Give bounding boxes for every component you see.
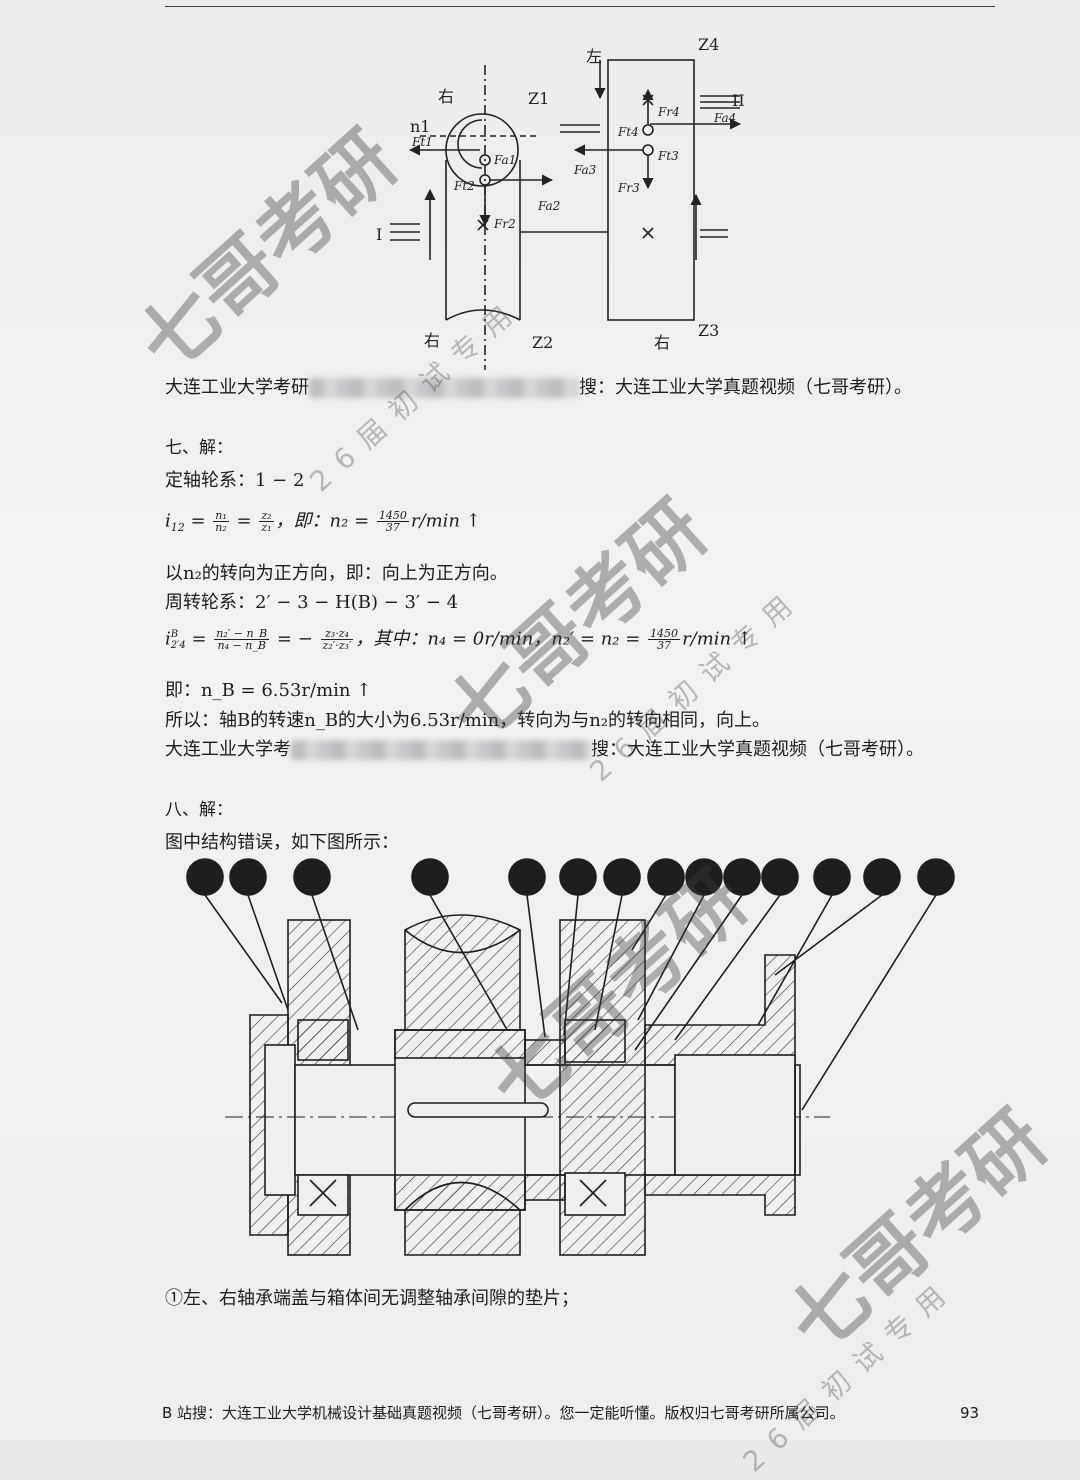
section-8-intro: 图中结构错误，如下图所示： bbox=[165, 832, 399, 853]
label-right-z2: 右 bbox=[424, 331, 440, 350]
label-fa3: Fa3 bbox=[573, 163, 597, 177]
label-ft2: Ft2 bbox=[453, 179, 475, 193]
section-7-line-1: 定轴轮系：1 − 2 bbox=[165, 470, 305, 491]
section-7-line-3: 以n₂的转向为正方向，即：向上为正方向。 bbox=[165, 563, 508, 584]
callout-13: ⑪ bbox=[872, 865, 892, 889]
section-7-line-6: 即：n_B = 6.53r/min ↑ bbox=[165, 680, 372, 701]
section-7-line-4: 周转轮系：2′ − 3 − H(B) − 3′ − 4 bbox=[165, 592, 459, 613]
source-line-1: 大连工业大学考研搜：大连工业大学真题视频（七哥考研）。 bbox=[165, 377, 912, 398]
section-8-note-1: ①左、右轴承端盖与箱体间无调整轴承间隙的垫片； bbox=[165, 1288, 579, 1309]
callout-12: ⑩ bbox=[823, 865, 841, 889]
section-8-heading: 八、解： bbox=[165, 800, 233, 820]
label-fa1: Fa1 bbox=[493, 153, 516, 167]
blurred-redaction bbox=[291, 740, 591, 760]
blurred-redaction bbox=[309, 378, 579, 398]
page-number: 93 bbox=[960, 1404, 980, 1422]
label-z1: Z1 bbox=[528, 89, 549, 108]
source-line-2: 大连工业大学考搜：大连工业大学真题视频（七哥考研）。 bbox=[165, 739, 924, 760]
callout-4: ④ bbox=[421, 865, 439, 889]
label-ft1: Ft1 bbox=[411, 135, 433, 149]
label-n1: n1 bbox=[410, 117, 430, 136]
callout-7: ⑦ bbox=[613, 865, 631, 889]
label-right-z3: 右 bbox=[654, 333, 670, 352]
label-fr2: Fr2 bbox=[493, 217, 516, 231]
label-left: 左 bbox=[586, 47, 602, 66]
label-z4: Z4 bbox=[698, 35, 719, 54]
watermark-sub: 26届初试专用 bbox=[736, 1270, 963, 1479]
header-rule bbox=[165, 6, 995, 7]
label-z3: Z3 bbox=[698, 321, 719, 340]
gear-force-diagram: Z1 Z2 Z3 Z4 n1 I II 左 右 右 右 Ft1 Fa1 Ft2 … bbox=[376, 35, 745, 370]
label-shaft-2: II bbox=[732, 91, 745, 110]
label-ft4: Ft4 bbox=[617, 125, 639, 139]
callout-5: ⑤ bbox=[518, 865, 536, 889]
section-7-line-7: 所以：轴B的转速n_B的大小为6.53r/min，转向为与n₂的转向相同，向上。 bbox=[165, 710, 771, 731]
label-ft3: Ft3 bbox=[657, 149, 679, 163]
callout-11: ⑨ bbox=[771, 865, 789, 889]
footer-text: B 站搜：大连工业大学机械设计基础真题视频（七哥考研）。您一定能听懂。版权归七哥… bbox=[162, 1404, 845, 1422]
label-right-z1: 右 bbox=[438, 87, 454, 106]
callout-10: ⑧ bbox=[733, 865, 751, 889]
callout-6: ⑥ bbox=[569, 865, 587, 889]
label-fr4: Fr4 bbox=[657, 105, 680, 119]
callout-8: ① bbox=[657, 865, 675, 889]
callout-2: ② bbox=[239, 865, 257, 889]
label-fa2: Fa2 bbox=[537, 199, 560, 213]
callout-14: ⑫ bbox=[926, 865, 946, 889]
label-fa4: Fa4 bbox=[713, 111, 736, 125]
section-7-heading: 七、解： bbox=[165, 438, 233, 458]
callout-1: ① bbox=[196, 865, 214, 889]
callout-9: ② bbox=[695, 865, 713, 889]
label-fr3: Fr3 bbox=[617, 181, 640, 195]
label-shaft-1: I bbox=[376, 225, 382, 244]
callout-3: ③ bbox=[303, 865, 321, 889]
label-z2: Z2 bbox=[532, 333, 553, 352]
